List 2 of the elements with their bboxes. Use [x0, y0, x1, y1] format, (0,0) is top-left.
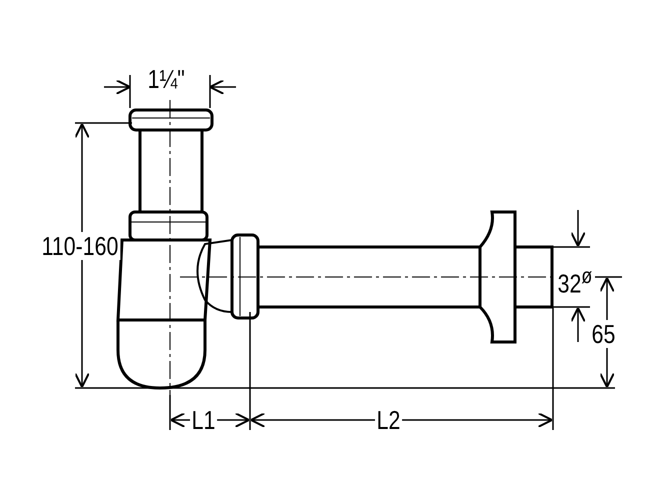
dimension-label: 65 — [590, 320, 617, 348]
dimension-label: 110-160 — [40, 232, 120, 260]
